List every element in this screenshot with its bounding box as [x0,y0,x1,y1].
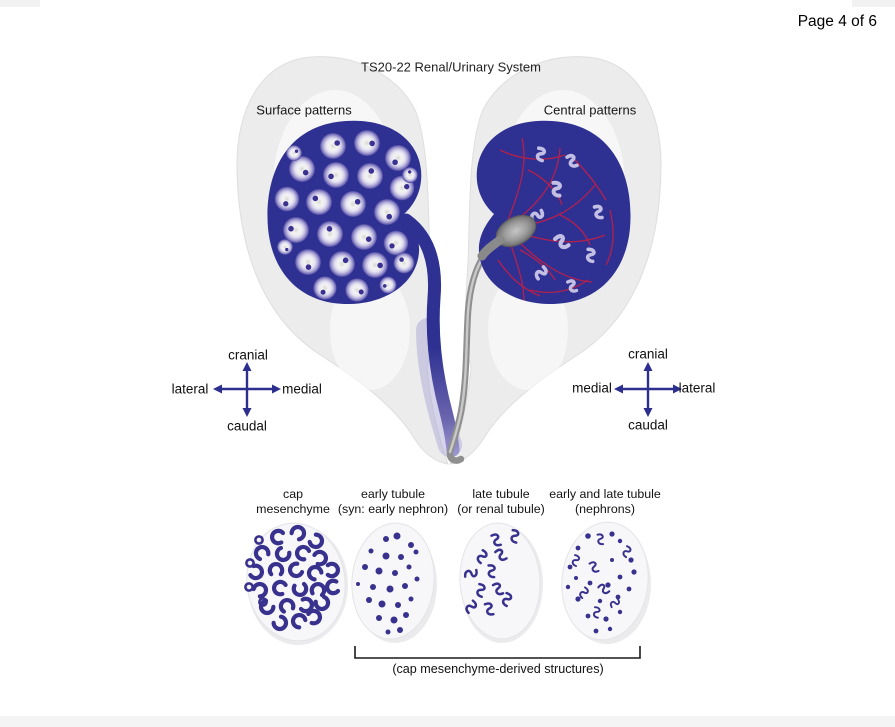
label-early-tubule: early tubule (syn: early nephron) [337,487,449,516]
compass-right-caudal: caudal [628,417,668,433]
label-early-late-tubule: early and late tubule (nephrons) [549,487,661,516]
footer-strip [0,716,895,727]
compass-left-lateral: lateral [171,381,209,397]
label-cap-mesenchyme: cap mesenchyme [256,487,330,516]
compass-right-medial: medial [572,380,612,396]
page-edge-left [0,0,40,7]
bracket [354,646,641,659]
page-indicator: Page 4 of 6 [797,13,877,30]
compass-right [614,362,682,417]
label-central-patterns: Central patterns [543,102,637,118]
compass-right-lateral: lateral [678,380,716,396]
diagram-title: TS20-22 Renal/Urinary System [361,59,541,75]
page-edge-right [852,0,895,7]
cap-mesenchyme-marks [244,524,338,631]
oval-early-late-tubule [561,521,649,641]
oval-late-tubule [459,522,541,640]
early-late-tubule-marks [565,531,637,634]
early-tubule-marks [356,532,420,635]
label-surface-patterns: Surface patterns [256,102,352,118]
structure-ovals [244,521,651,645]
compass-right-cranial: cranial [628,346,668,362]
compass-left-medial: medial [282,381,322,397]
right-ureter [446,244,494,464]
right-kidney-central-patterns [476,120,631,305]
bracket-label: (cap mesenchyme-derived structures) [392,662,604,676]
compass-left [213,362,281,417]
compass-left-caudal: caudal [227,418,267,434]
compass-left-cranial: cranial [228,347,268,363]
left-ureter [399,213,462,457]
left-kidney-surface-patterns [267,120,422,305]
renal-pelvis [477,214,537,261]
label-late-tubule: late tubule (or renal tubule) [457,487,545,516]
